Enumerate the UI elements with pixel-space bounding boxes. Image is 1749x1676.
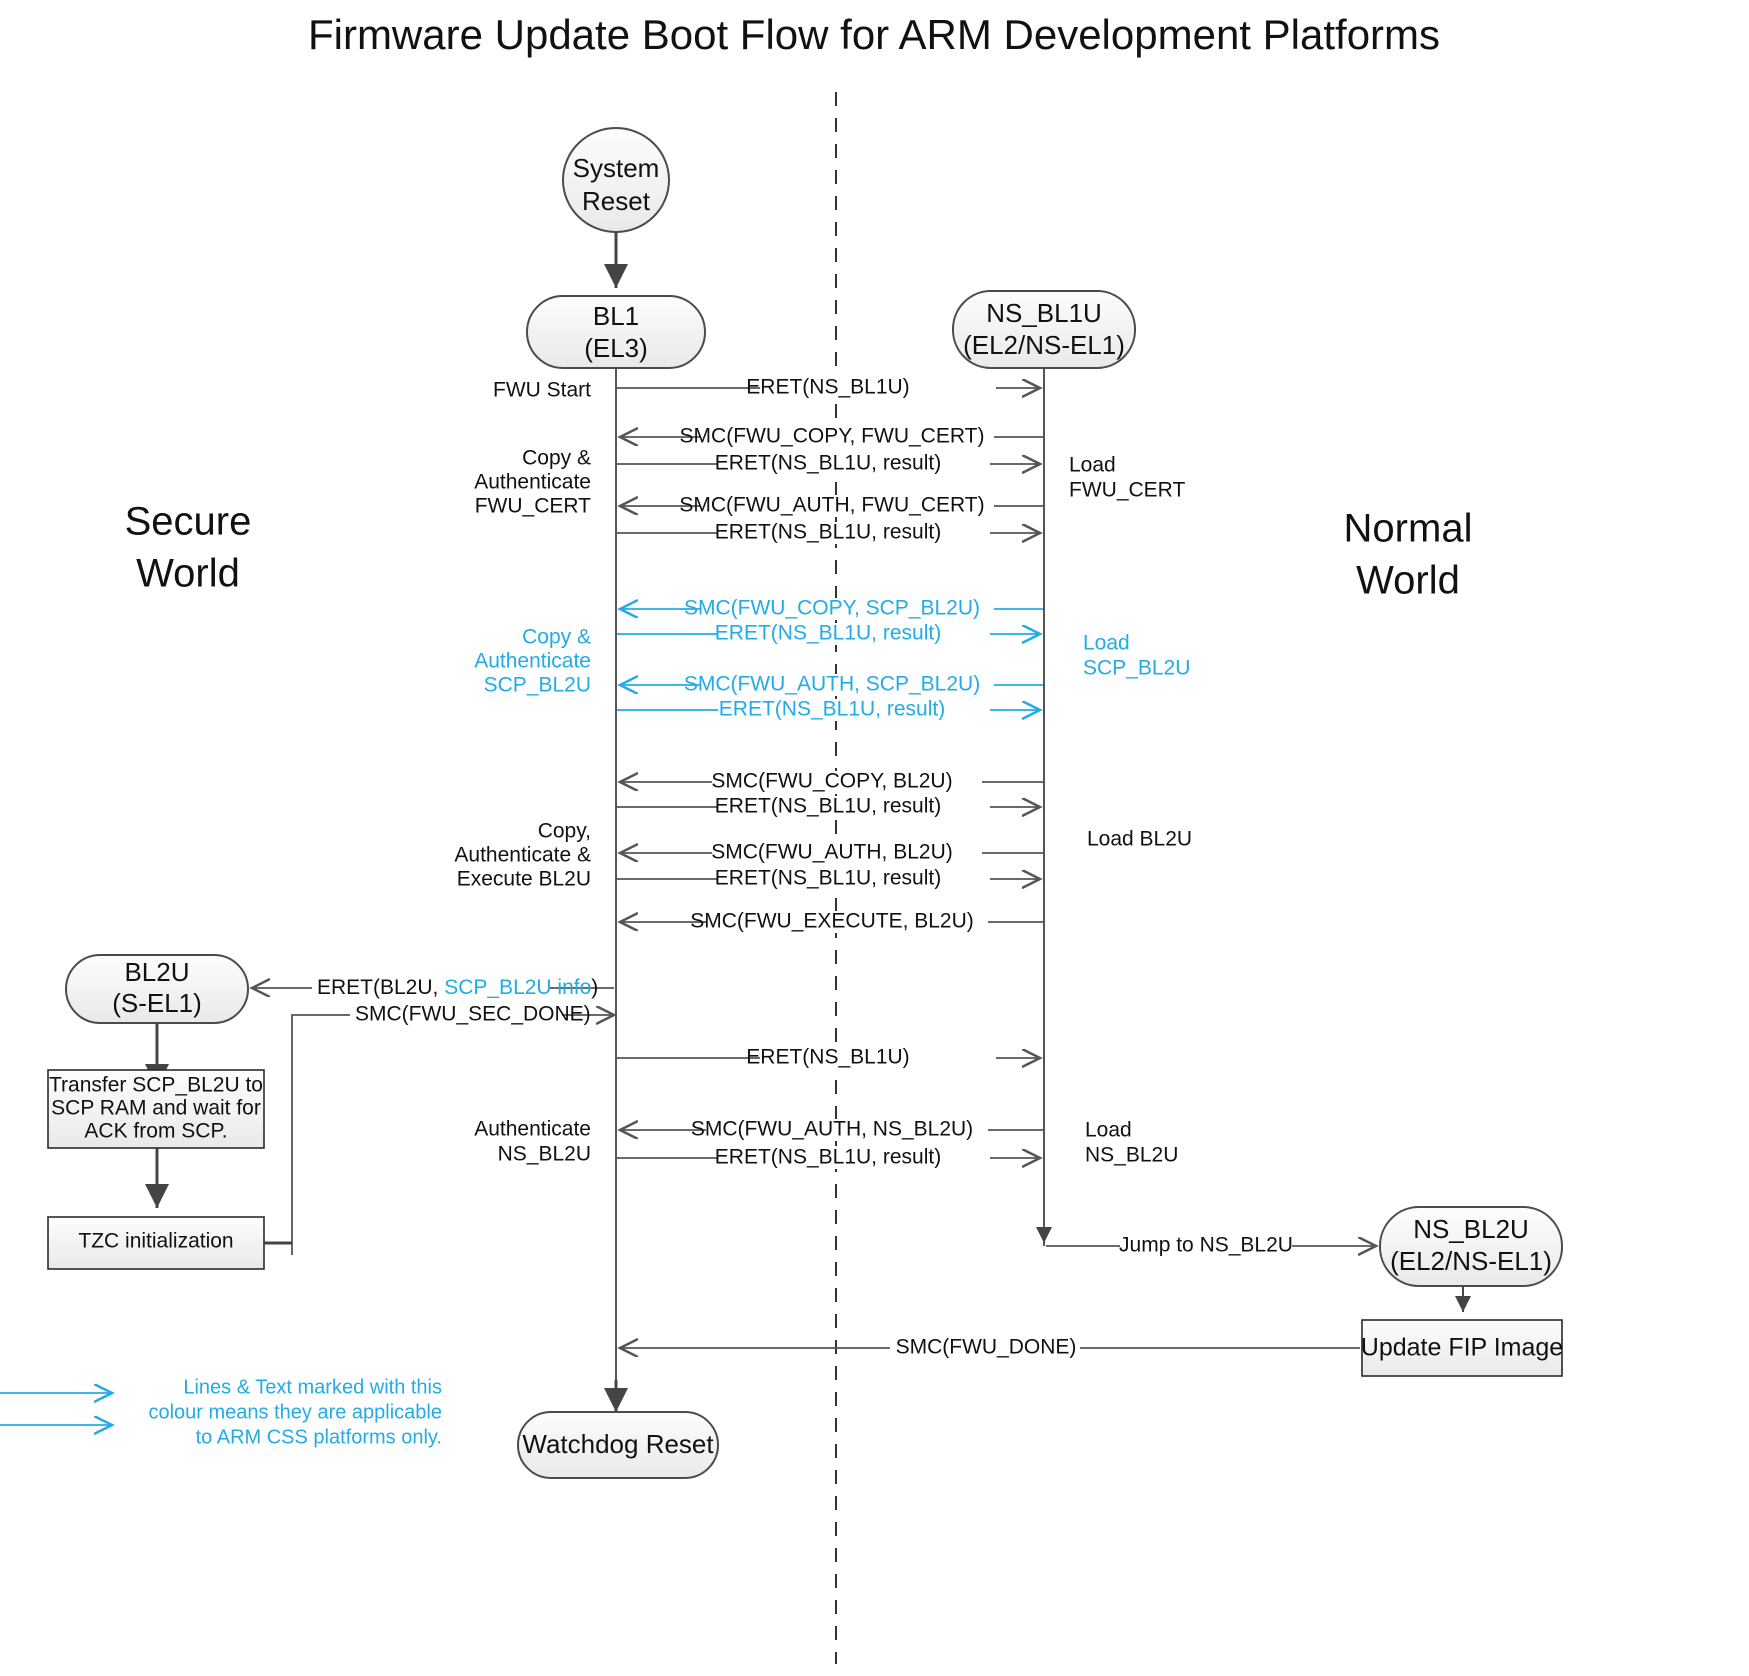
message-m5: ERET(NS_BL1U, result) [617,521,1040,544]
note-load-scpbl2u-line1: Load [1083,632,1130,655]
note-load-nsbl2u-line2: NS_BL2U [1085,1144,1178,1167]
legend-line3: to ARM CSS platforms only. [196,1426,442,1448]
box-transfer-scp-bl2u-line1: Transfer SCP_BL2U to [49,1074,263,1097]
message-eret-bl2u-label: ERET(BL2U, SCP_BL2U info) [317,976,598,999]
message-m8: SMC(FWU_AUTH, SCP_BL2U) [620,673,1043,696]
message-smc-fwu-sec-done: SMC(FWU_SEC_DONE) [291,1003,614,1255]
note-fwu-start-line1: FWU Start [493,379,591,402]
message-m4-label: SMC(FWU_AUTH, FWU_CERT) [679,494,984,517]
message-m9-label: ERET(NS_BL1U, result) [719,698,945,721]
note-copy-auth-scp-line2: Authenticate [474,650,591,673]
secure-world-label-line1: Secure [125,500,252,544]
note-copy-auth-cert-line1: Copy & [522,447,591,470]
message-jump-to-ns-bl2u-label: Jump to NS_BL2U [1119,1234,1293,1257]
box-update-fip-image[interactable] [1361,1319,1563,1377]
message-m11-label: ERET(NS_BL1U, result) [715,795,941,818]
message-m13: ERET(NS_BL1U, result) [617,867,1040,890]
message-m10: SMC(FWU_COPY, BL2U) [620,770,1043,793]
message-m2-label: SMC(FWU_COPY, FWU_CERT) [680,425,985,448]
message-m9: ERET(NS_BL1U, result) [617,698,1040,721]
message-m12: SMC(FWU_AUTH, BL2U) [620,841,1043,864]
note-load-scpbl2u-line2: SCP_BL2U [1083,657,1190,680]
eret-bl2u-suffix: ) [591,976,598,999]
message-m16-label: SMC(FWU_AUTH, NS_BL2U) [691,1118,973,1141]
node-bl1-line2: (EL3) [584,333,648,363]
message-m16: SMC(FWU_AUTH, NS_BL2U) [620,1118,1043,1141]
node-bl1[interactable] [526,295,706,369]
message-m12-label: SMC(FWU_AUTH, BL2U) [711,841,953,864]
message-m17: ERET(NS_BL1U, result) [617,1146,1040,1169]
note-copy-auth-exec-line1: Copy, [538,820,591,843]
box-tzc-initialization-label: TZC initialization [78,1230,233,1253]
message-m4: SMC(FWU_AUTH, FWU_CERT) [620,494,1043,517]
message-m1-label: ERET(NS_BL1U) [746,376,909,399]
message-m14: SMC(FWU_EXECUTE, BL2U) [620,910,1043,933]
message-m18-label: SMC(FWU_DONE) [896,1336,1077,1359]
note-authenticate-nsbl2u-line1: Authenticate [474,1118,591,1141]
note-authenticate-nsbl2u-line2: NS_BL2U [498,1143,591,1166]
box-update-fip-image-label: Update FIP Image [1361,1334,1563,1362]
message-m7: ERET(NS_BL1U, result) [617,622,1040,645]
node-ns-bl1u-line1: NS_BL1U [986,298,1102,328]
message-m14-label: SMC(FWU_EXECUTE, BL2U) [690,910,974,933]
eret-bl2u-prefix: ERET(BL2U, [317,976,444,999]
message-m10-label: SMC(FWU_COPY, BL2U) [711,770,952,793]
legend-line1: Lines & Text marked with this [183,1376,442,1398]
message-m11: ERET(NS_BL1U, result) [617,795,1040,818]
message-jump-to-ns-bl2u: Jump to NS_BL2U [1046,1234,1376,1257]
node-bl2u-line1: BL2U [124,957,189,987]
node-bl2u-line2: (S-EL1) [112,988,202,1018]
message-m15: ERET(NS_BL1U) [617,1046,1040,1069]
message-m3-label: ERET(NS_BL1U, result) [715,452,941,475]
node-bl1-line1: BL1 [593,301,639,331]
message-m7-label: ERET(NS_BL1U, result) [715,622,941,645]
box-transfer-scp-bl2u[interactable] [47,1069,265,1149]
message-eret-bl2u: ERET(BL2U, SCP_BL2U info) [252,976,614,999]
node-ns-bl2u-line2: (EL2/NS-EL1) [1390,1246,1552,1276]
note-copy-auth-exec-line3: Execute BL2U [457,868,591,891]
node-watchdog-reset[interactable] [517,1411,719,1479]
note-load-fwucert-line1: Load [1069,454,1116,477]
note-copy-auth-exec-line2: Authenticate & [454,844,591,867]
box-transfer-scp-bl2u-line3: ACK from SCP. [84,1120,227,1143]
message-m6: SMC(FWU_COPY, SCP_BL2U) [620,597,1043,620]
normal-world-label-line1: Normal [1344,507,1473,551]
node-ns-bl2u-line1: NS_BL2U [1413,1214,1529,1244]
message-m5-label: ERET(NS_BL1U, result) [715,521,941,544]
box-transfer-scp-bl2u-line2: SCP RAM and wait for [51,1097,261,1120]
node-ns-bl1u[interactable] [952,290,1136,369]
message-m15-label: ERET(NS_BL1U) [746,1046,909,1069]
message-m2: SMC(FWU_COPY, FWU_CERT) [620,425,1043,448]
secure-world-label-line2: World [136,552,240,596]
note-copy-auth-cert-line3: FWU_CERT [475,495,591,518]
message-m8-label: SMC(FWU_AUTH, SCP_BL2U) [684,673,980,696]
note-copy-auth-scp-line1: Copy & [522,626,591,649]
legend-line2: colour means they are applicable [148,1401,442,1423]
note-load-nsbl2u-line1: Load [1085,1119,1132,1142]
node-system-reset-line1: System [573,153,660,183]
message-m17-label: ERET(NS_BL1U, result) [715,1146,941,1169]
message-m18: SMC(FWU_DONE) [620,1336,1360,1359]
note-load-fwucert-line2: FWU_CERT [1069,479,1185,502]
node-watchdog-reset-label: Watchdog Reset [522,1429,714,1459]
message-m3: ERET(NS_BL1U, result) [617,452,1040,475]
message-smc-fwu-sec-done-label: SMC(FWU_SEC_DONE) [355,1003,591,1026]
box-tzc-initialization[interactable] [47,1216,265,1270]
message-m1: ERET(NS_BL1U) [617,376,1040,399]
note-load-bl2u-line1: Load BL2U [1087,828,1192,851]
page-title: Firmware Update Boot Flow for ARM Develo… [308,11,1440,58]
note-copy-auth-cert-line2: Authenticate [474,471,591,494]
message-m13-label: ERET(NS_BL1U, result) [715,867,941,890]
node-ns-bl2u[interactable] [1379,1206,1563,1287]
message-m6-label: SMC(FWU_COPY, SCP_BL2U) [684,597,980,620]
note-copy-auth-scp-line3: SCP_BL2U [484,674,591,697]
normal-world-label-line2: World [1356,559,1460,603]
eret-bl2u-cyan: SCP_BL2U info [444,976,591,999]
node-system-reset-line2: Reset [582,186,651,216]
node-ns-bl1u-line2: (EL2/NS-EL1) [963,330,1125,360]
